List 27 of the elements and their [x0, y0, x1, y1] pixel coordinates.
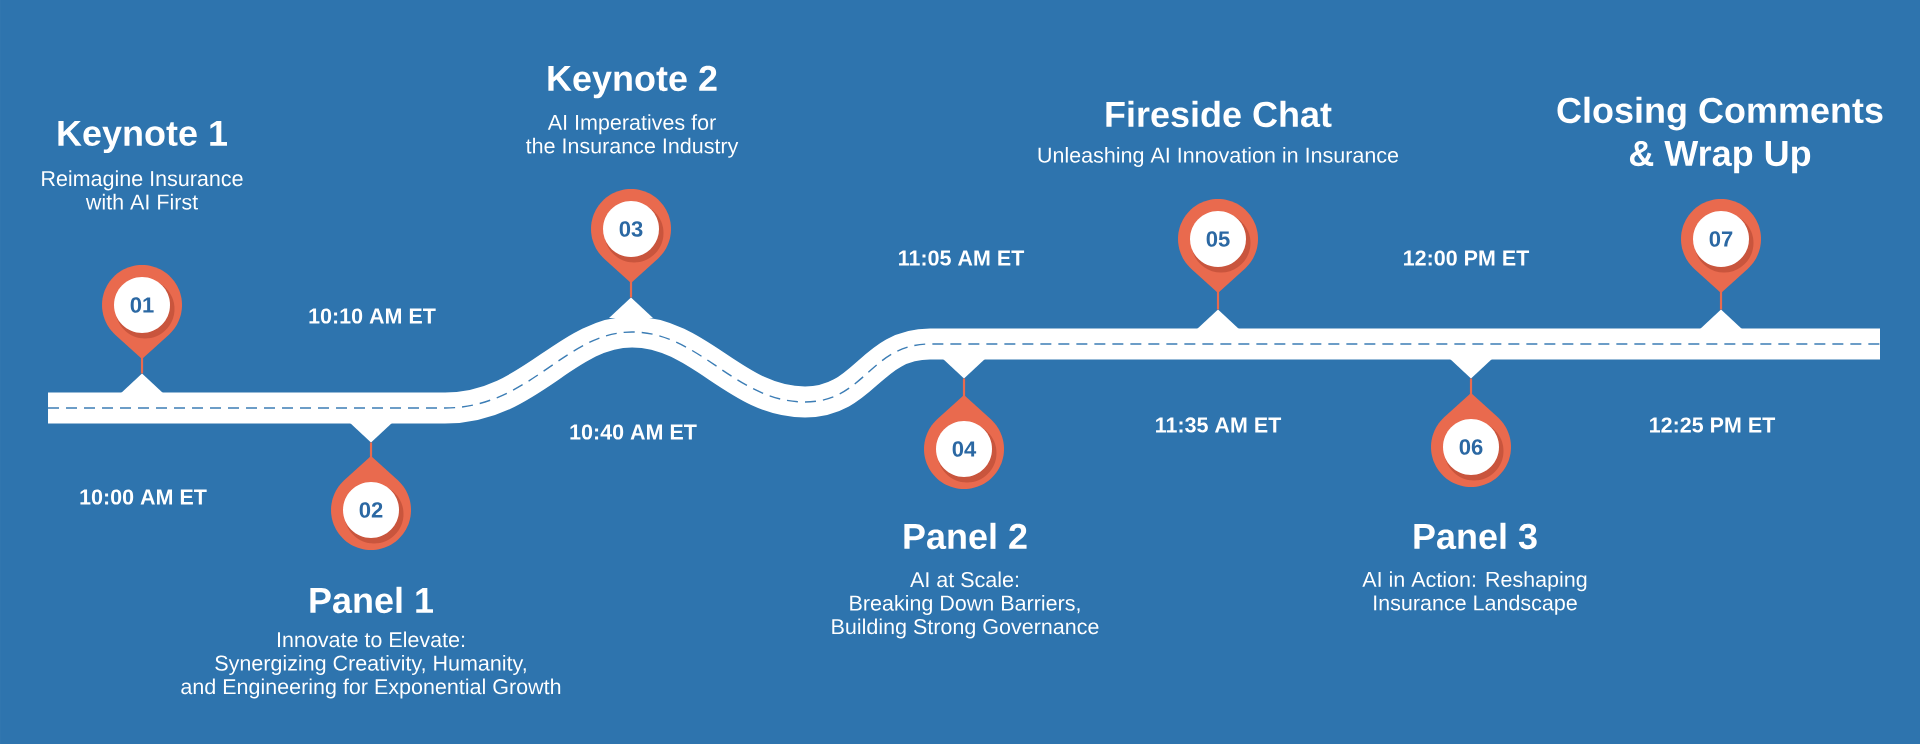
time-label: 12:00 PM ET — [1404, 250, 1530, 266]
time-label: 10:10 AM ET — [309, 308, 436, 324]
session-subtitle: AI Imperatives for the Insurance Industry — [526, 114, 739, 158]
map-pin: 04 — [924, 378, 1004, 489]
session-title: Panel 1 — [310, 586, 433, 614]
time-label: 11:05 AM ET — [899, 250, 1025, 266]
session-title: Panel 2 — [904, 522, 1027, 550]
session-subtitle: Unleashing AI Innovation in Insurance — [1038, 147, 1399, 168]
time-label: 11:35 AM ET — [1156, 417, 1282, 433]
map-pin: 05 — [1178, 199, 1258, 310]
session-subtitle: AI at Scale: Breaking Down Barriers, Building Strong Governance — [832, 571, 1099, 639]
time-label: 10:00 AM ET — [80, 489, 207, 505]
session-subtitle: AI in Action: Reshaping Insurance Landscape — [1362, 571, 1587, 615]
map-pin: 03 — [591, 189, 671, 298]
session-title: Keynote 2 — [548, 65, 717, 99]
map-pin: 01 — [102, 265, 182, 374]
session-title: Closing Comments & Wrap Up — [1557, 96, 1883, 174]
map-pin: 06 — [1431, 378, 1511, 487]
time-label: 10:40 AM ET — [570, 424, 697, 440]
session-subtitle: Innovate to Elevate: Synergizing Creativity, Humanity, and Engineering for Exponential Growth — [181, 631, 561, 699]
map-pin: 07 — [1681, 199, 1761, 310]
session-title: Panel 3 — [1414, 522, 1537, 550]
time-label: 12:25 PM ET — [1650, 417, 1776, 433]
session-subtitle: Reimagine Insurance with AI First — [42, 170, 243, 210]
session-title: Fireside Chat — [1106, 100, 1332, 128]
session-title: Keynote 1 — [58, 120, 227, 154]
map-pin: 02 — [331, 442, 411, 550]
